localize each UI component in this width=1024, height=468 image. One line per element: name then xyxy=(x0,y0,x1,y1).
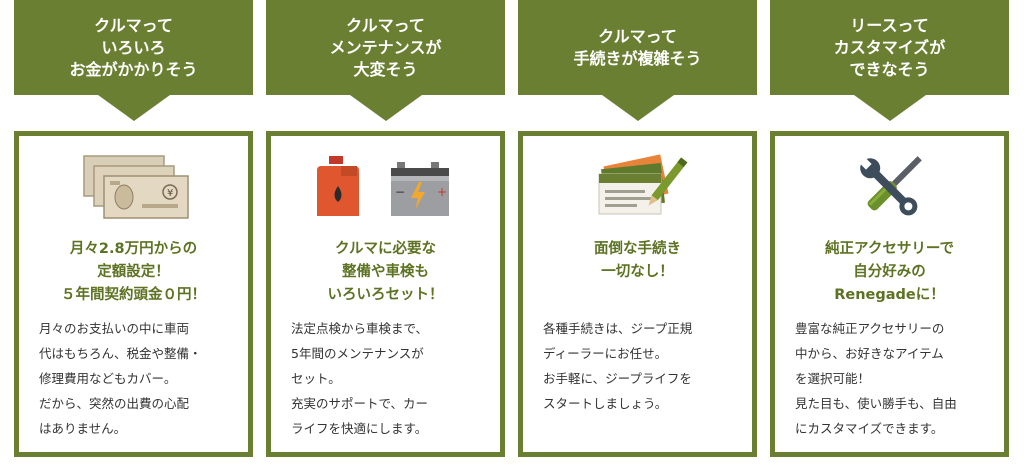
body-line: セット。 xyxy=(291,371,341,386)
feature-description: 月々のお支払いの中に車両 代はもちろん、税金や整備・ 修理費用などもカバー。 だ… xyxy=(39,316,239,441)
header-line: いろいろ xyxy=(101,37,166,57)
feature-title: 純正アクセサリーで 自分好みの Renegadeに！ xyxy=(775,238,1004,307)
body-line: 充実のサポートで、カー xyxy=(291,396,429,411)
body-line: 代はもちろん、税金や整備・ xyxy=(39,346,202,361)
feature-title: 面倒な手続き 一切なし！ xyxy=(523,238,752,284)
body-line: だから、突然の出費の心配 xyxy=(39,396,190,411)
feature-card: ¥ 月々2.8万円からの 定額設定！ ５年間契約頭金０円！ 月々のお支払いの中に… xyxy=(14,131,253,457)
body-line: 修理費用などもカバー。 xyxy=(39,371,177,386)
header-line: クルマって xyxy=(598,26,677,46)
feature-column-maintenance: クルマって メンテナンスが 大変そう xyxy=(266,0,505,457)
body-line: ディーラーにお任せ。 xyxy=(543,346,668,361)
title-line: 面倒な手続き xyxy=(594,241,681,257)
title-line: 月々2.8万円からの xyxy=(69,241,198,257)
feature-description: 法定点検から車検まで、 5年間のメンテナンスが セット。 充実のサポートで、カー… xyxy=(291,316,491,441)
feature-title: 月々2.8万円からの 定額設定！ ５年間契約頭金０円！ xyxy=(19,238,248,307)
body-line: を選択可能！ xyxy=(795,371,871,386)
title-line: 純正アクセサリーで xyxy=(825,241,954,257)
header-line: 手続きが複雑そう xyxy=(573,48,702,68)
oil-can-and-battery-icon: − + xyxy=(271,152,500,232)
header-line: クルマって xyxy=(346,15,425,35)
title-line: 一切なし！ xyxy=(601,264,674,280)
header-line: お金がかかりそう xyxy=(69,59,198,79)
title-line: 整備や車検も xyxy=(342,264,429,280)
title-line: 自分好みの xyxy=(853,264,926,280)
down-arrow-icon xyxy=(853,95,926,121)
header-line: メンテナンスが xyxy=(329,37,442,57)
title-line: Renegadeに！ xyxy=(834,287,945,303)
svg-text:−: − xyxy=(395,185,405,199)
svg-text:+: + xyxy=(437,185,447,199)
down-arrow-icon xyxy=(349,95,422,121)
documents-pen-icon xyxy=(523,152,752,232)
yen-banknotes-icon: ¥ xyxy=(19,152,248,232)
header-line: リースって xyxy=(850,15,929,35)
feature-title: クルマに必要な 整備や車検も いろいろセット！ xyxy=(271,238,500,307)
body-line: ライフを快適にします。 xyxy=(291,421,428,436)
svg-text:¥: ¥ xyxy=(167,188,173,199)
column-header: クルマって いろいろ お金がかかりそう xyxy=(14,0,253,95)
title-line: 定額設定！ xyxy=(97,264,170,280)
feature-description: 豊富な純正アクセサリーの 中から、お好きなアイテム を選択可能！ 見た目も、使い… xyxy=(795,316,995,441)
down-arrow-icon xyxy=(97,95,170,121)
body-line: 各種手続きは、ジープ正規 xyxy=(543,321,693,336)
feature-column-procedures: クルマって 手続きが複雑そう xyxy=(518,0,757,457)
feature-card: 純正アクセサリーで 自分好みの Renegadeに！ 豊富な純正アクセサリーの … xyxy=(770,131,1009,457)
body-line: スタートしましょう。 xyxy=(543,396,668,411)
body-line: 中から、お好きなアイテム xyxy=(795,346,944,361)
header-line: クルマって xyxy=(94,15,173,35)
header-line: できなそう xyxy=(849,59,930,79)
body-line: お手軽に、ジープライフを xyxy=(543,371,692,386)
feature-column-customize: リースって カスタマイズが できなそう xyxy=(770,0,1009,457)
feature-card: − + クルマに必要な 整備や車検も いろいろセット！ 法定点検から車検まで、 … xyxy=(266,131,505,457)
body-line: 月々のお支払いの中に車両 xyxy=(39,321,190,336)
body-line: 見た目も、使い勝手も、自由 xyxy=(795,396,957,411)
title-line: ５年間契約頭金０円！ xyxy=(61,287,206,303)
column-header: クルマって メンテナンスが 大変そう xyxy=(266,0,505,95)
feature-description: 各種手続きは、ジープ正規 ディーラーにお任せ。 お手軽に、ジープライフを スター… xyxy=(543,316,743,416)
body-line: はありません。 xyxy=(39,421,127,436)
header-line: 大変そう xyxy=(353,59,418,79)
body-line: にカスタマイズできます。 xyxy=(795,421,944,436)
wrench-screwdriver-icon xyxy=(775,152,1004,232)
body-line: 5年間のメンテナンスが xyxy=(291,346,424,361)
column-header: クルマって 手続きが複雑そう xyxy=(518,0,757,95)
down-arrow-icon xyxy=(601,95,674,121)
body-line: 豊富な純正アクセサリーの xyxy=(795,321,945,336)
column-header: リースって カスタマイズが できなそう xyxy=(770,0,1009,95)
title-line: クルマに必要な xyxy=(334,241,437,257)
header-line: カスタマイズが xyxy=(833,37,946,57)
feature-column-cost: クルマって いろいろ お金がかかりそう ¥ xyxy=(14,0,253,457)
title-line: いろいろセット！ xyxy=(327,287,444,303)
feature-card: 面倒な手続き 一切なし！ 各種手続きは、ジープ正規 ディーラーにお任せ。 お手軽… xyxy=(518,131,757,457)
body-line: 法定点検から車検まで、 xyxy=(291,321,429,336)
